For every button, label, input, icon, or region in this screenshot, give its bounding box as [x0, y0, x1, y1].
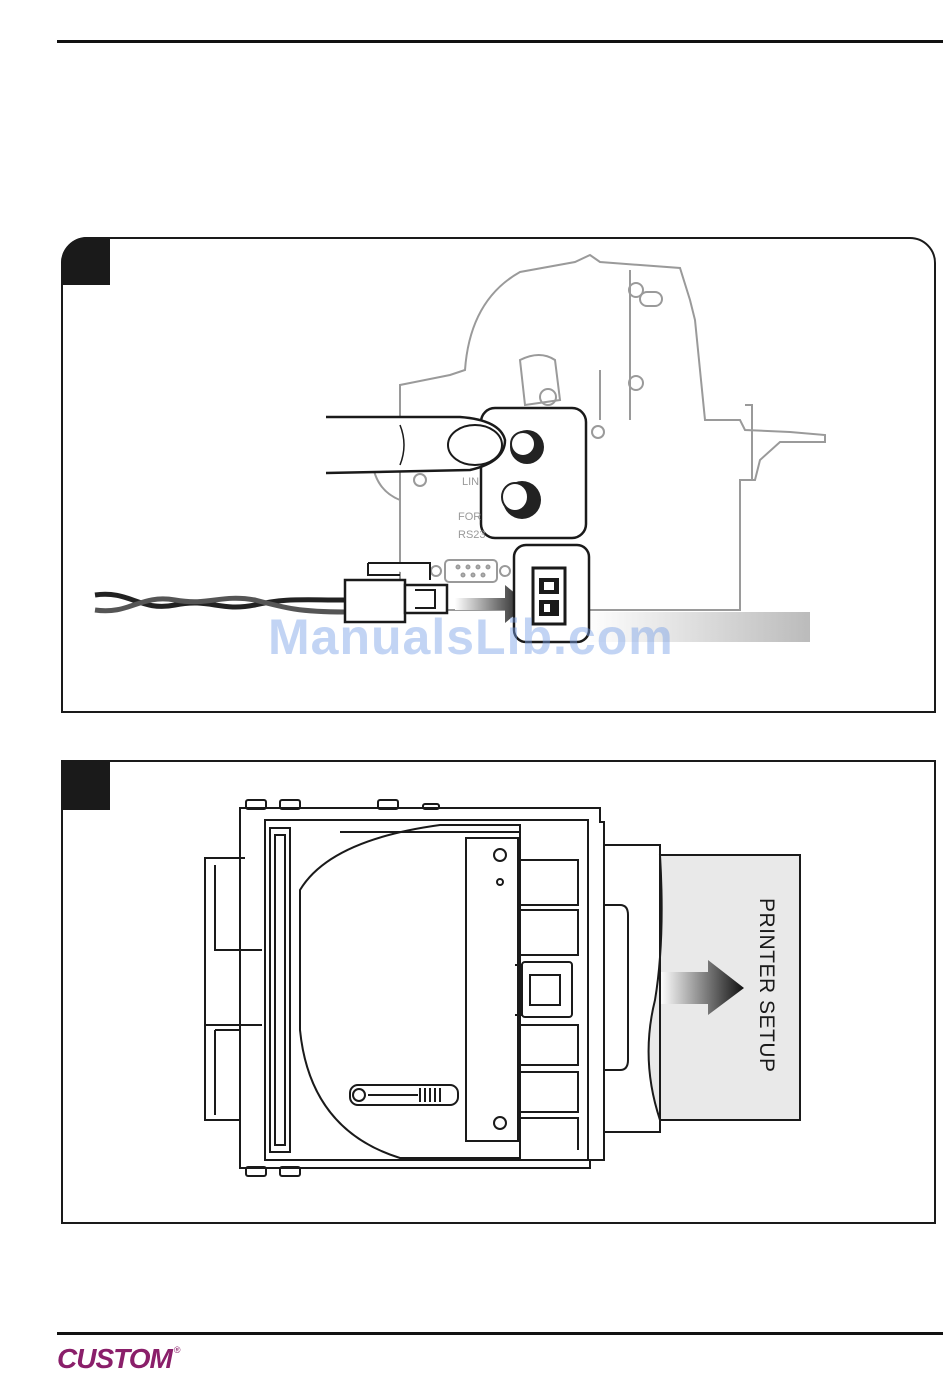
paper-label: PRINTER SETUP — [748, 898, 778, 1078]
registered-mark: ® — [174, 1345, 181, 1355]
custom-logo: CUSTOM ® — [57, 1343, 180, 1373]
bottom-rule — [57, 1332, 943, 1335]
brand-name: CUSTOM — [57, 1343, 172, 1375]
